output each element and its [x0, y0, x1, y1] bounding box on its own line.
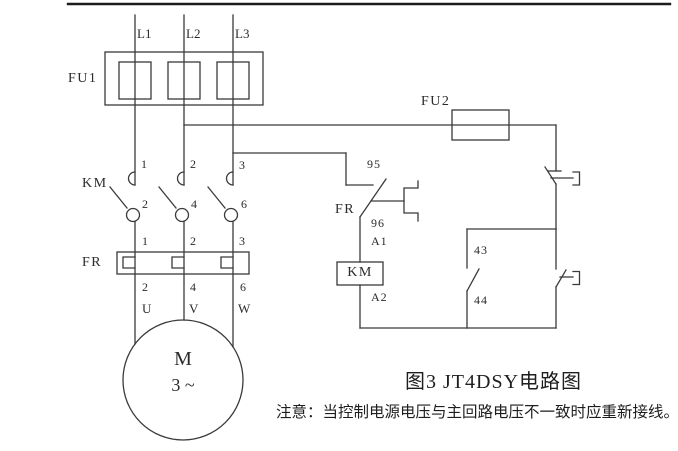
- start-button-cap: [572, 270, 581, 286]
- km-fixed-contact-arc: [127, 171, 136, 186]
- km-moving-contact: [125, 207, 141, 223]
- coil-terminal-a1: A1: [371, 234, 388, 248]
- motor-terminal-v: V: [189, 301, 199, 316]
- fuse-fu1: [104, 51, 264, 106]
- label-phase-l1: L1: [137, 26, 152, 41]
- fr-heater-hook: [171, 256, 185, 269]
- coil-terminal-a2: A2: [371, 290, 388, 304]
- motor-symbol: M: [174, 348, 192, 370]
- motor-terminal-u: U: [142, 301, 152, 316]
- motor-circle: [122, 319, 244, 441]
- fr-thermal-relay: [116, 251, 250, 275]
- label-fu1: FU1: [68, 71, 98, 86]
- stop-contact-blade: [544, 166, 557, 185]
- control-circuit: [183, 109, 581, 329]
- km-blade: [158, 186, 177, 209]
- label-km-main: KM: [82, 176, 108, 191]
- km-fixed-contact-arc: [225, 171, 234, 186]
- fr-terminal-3: 3: [239, 234, 246, 248]
- km-coil-label: KM: [347, 265, 373, 280]
- figure-caption: 图3 JT4DSY电路图: [405, 371, 583, 393]
- km-fixed-contact-arc: [176, 171, 185, 186]
- aux-terminal-44: 44: [474, 293, 488, 307]
- power-lines: [134, 14, 234, 348]
- km-terminal-2b: 2: [142, 197, 149, 211]
- aux-terminal-43: 43: [474, 243, 488, 257]
- motor-phase-symbol: 3 ~: [171, 375, 195, 395]
- km-blade: [109, 186, 128, 209]
- km-terminal-3: 3: [239, 158, 246, 172]
- label-fr-ctrl: FR: [335, 202, 356, 217]
- fr-terminal-95: 95: [367, 157, 381, 171]
- km-terminal-6: 6: [241, 197, 248, 211]
- fuse-fu2-body: [451, 109, 510, 141]
- aux-contact-blade: [466, 268, 480, 292]
- label-phase-l2: L2: [186, 26, 201, 41]
- fr-terminal-2: 2: [190, 234, 197, 248]
- fr-trip-mechanism: [403, 180, 419, 222]
- label-fu2: FU2: [421, 94, 451, 109]
- fr-terminal-2b: 2: [142, 280, 149, 294]
- fr-contact-blade: [359, 178, 387, 218]
- label-phase-l3: L3: [235, 26, 250, 41]
- label-fr-main: FR: [82, 255, 103, 270]
- fr-terminal-1: 1: [142, 234, 149, 248]
- motor-terminal-w: W: [238, 301, 251, 316]
- fr-heater-hook: [122, 256, 136, 269]
- figure-note: 注意：当控制电源电压与主回路电压不一致时应重新接线。: [276, 404, 678, 421]
- km-terminal-4: 4: [191, 197, 198, 211]
- fr-terminal-6: 6: [240, 280, 247, 294]
- km-terminal-2: 2: [190, 157, 197, 171]
- km-blade: [207, 186, 226, 209]
- km-main-contacts: [109, 171, 239, 223]
- fr-heater-hook: [220, 256, 234, 269]
- stop-button-cap: [572, 171, 581, 186]
- fr-terminal-96: 96: [371, 216, 385, 230]
- km-moving-contact: [223, 207, 239, 223]
- km-terminal-1: 1: [141, 157, 148, 171]
- km-moving-contact: [174, 207, 190, 223]
- fr-terminal-4: 4: [190, 280, 197, 294]
- start-contact-blade: [555, 269, 567, 288]
